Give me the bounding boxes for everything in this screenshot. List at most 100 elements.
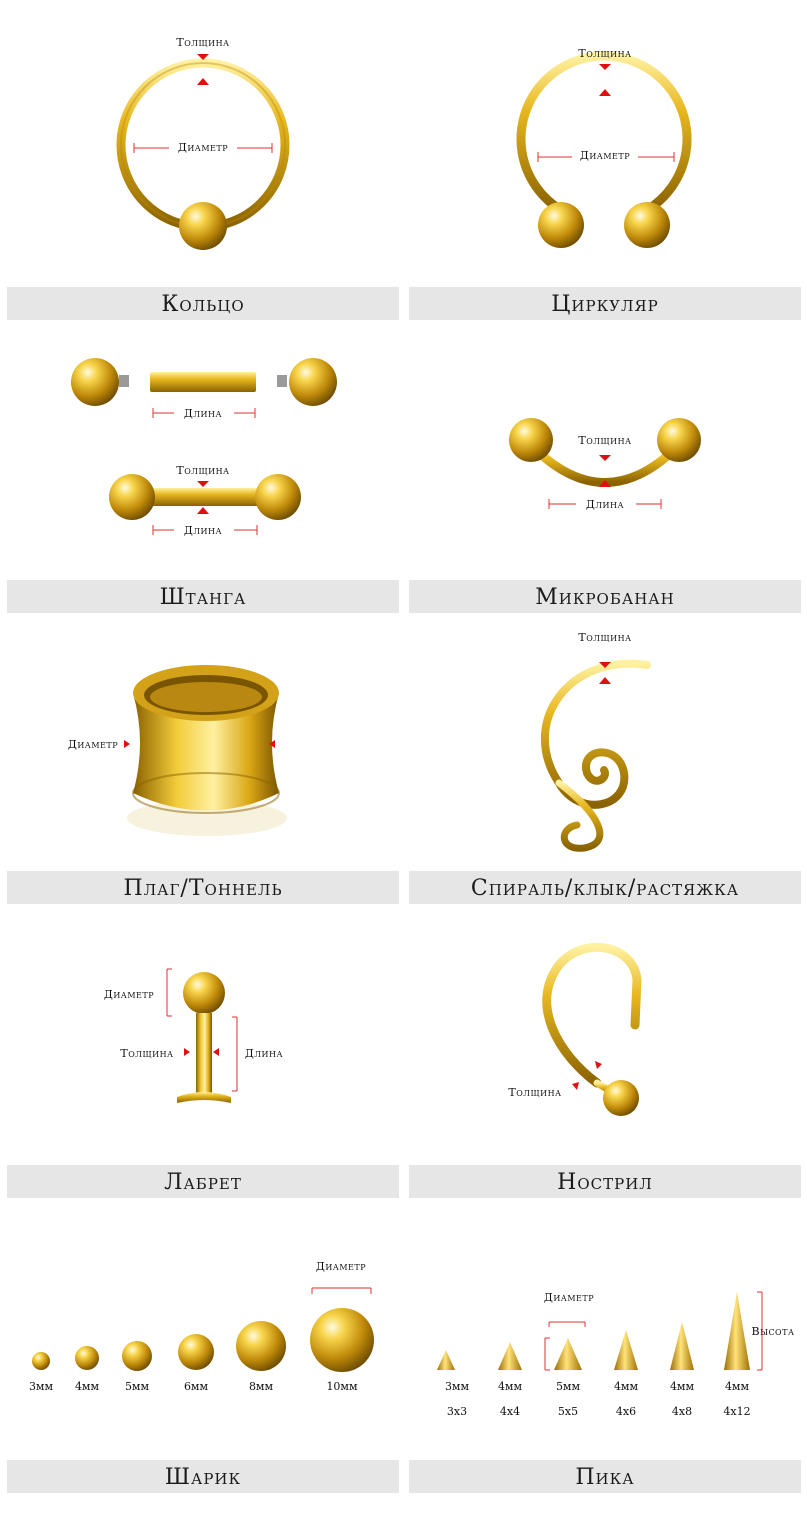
barbell-bar-assembled [135,488,271,506]
ball-8mm [236,1321,286,1371]
ball-size-label: 10мм [326,1380,358,1393]
barbell-illustration: Длина Толщина Длина [71,358,337,538]
caption-plug: Плаг/Тоннель [7,871,399,904]
plug-body [133,693,279,811]
caption-labret: Лабрет [7,1165,399,1198]
nostril-ball [603,1080,639,1116]
spike-size-label: 4x6 [616,1405,636,1418]
diameter-label: Диаметр [104,988,154,1001]
spike-diameter-label: 5мм [556,1380,581,1393]
cell-spikes: Диаметр Высота 3мм 4мм 5мм 4мм 4мм 4мм 3… [409,1198,801,1496]
diameter-label: Диаметр [178,141,228,154]
thickness-marker [595,1061,602,1069]
spike-diameter-label: 4мм [498,1380,523,1393]
spike-5x5 [554,1338,582,1370]
banana-body [526,440,684,487]
caption-spiral: Спираль/клык/растяжка [409,871,801,904]
spike-4x4 [498,1342,522,1370]
thickness-marker [599,480,611,487]
spike-diameter-label: 3мм [445,1380,470,1393]
barbell-ball-right [289,358,337,406]
thickness-marker [599,662,611,668]
diameter-label: Диаметр [68,738,118,751]
labret-illustration: Диаметр Толщина Длина [104,968,283,1103]
spike-4x12 [724,1292,750,1370]
length-label: Длина [184,524,222,537]
barbell-ball-left [71,358,119,406]
circular-ball-left [538,202,584,248]
thickness-label: Толщина [578,434,631,447]
cell-banana: Толщина Длина Микробанан [409,320,801,613]
spike-diameter-label: 4мм [670,1380,695,1393]
ball-size-label: 4мм [75,1380,100,1393]
circular-ball-right [624,202,670,248]
ball-size-label: 3мм [29,1380,54,1393]
thickness-marker [197,54,209,60]
cell-spiral: Толщина Спираль/клык/растяжка [409,613,801,905]
thickness-marker [599,64,611,70]
thickness-marker [197,78,209,85]
circular-body [516,51,692,214]
spike-size-label: 3x3 [447,1405,467,1418]
cell-balls: Диаметр 3мм 4мм 5мм 6мм 8мм 10мм Шарик [7,1198,399,1496]
spike-4x6 [614,1330,638,1370]
length-label: Длина [245,1047,283,1060]
diameter-label: Диаметр [316,1260,366,1273]
cell-circular: Толщина Диаметр Циркуляр [409,0,801,320]
labret-ball [183,972,225,1014]
nostril-illustration: Толщина [508,942,642,1116]
diameter-label: Диаметр [544,1291,594,1304]
spike-4x8 [670,1322,694,1370]
ball-size-label: 6мм [184,1380,209,1393]
cell-nostril: Толщина Нострил [409,905,801,1198]
spikes-illustration: Диаметр Высота 3мм 4мм 5мм 4мм 4мм 4мм 3… [437,1291,794,1418]
spike-3x3 [437,1350,455,1370]
caption-circular: Циркуляр [409,287,801,320]
thickness-marker [599,677,611,684]
thickness-label: Толщина [120,1047,173,1060]
spiral-body [540,659,651,809]
diameter-label: Диаметр [580,149,630,162]
thickness-marker [184,1048,190,1056]
banana-ball-right [657,418,701,462]
thickness-marker [197,481,209,487]
spike-size-label: 4x8 [672,1405,692,1418]
plug-illustration: Диаметр [68,665,287,836]
ball-size-label: 8мм [249,1380,274,1393]
length-label: Длина [586,498,624,511]
barbell-bar [150,372,256,392]
caption-nostril: Нострил [409,1165,801,1198]
thickness-label: Толщина [508,1086,561,1099]
ball-6mm [178,1334,214,1370]
ring-ball [179,202,227,250]
spike-size-label: 4x12 [723,1405,750,1418]
thickness-marker [197,507,209,514]
spike-diameter-label: 4мм [614,1380,639,1393]
labret-post [196,1013,212,1095]
caption-spikes: Пика [409,1460,801,1493]
ball-10mm [310,1308,374,1372]
diameter-marker [269,740,275,748]
spiral-illustration: Толщина [540,631,651,852]
thickness-label: Толщина [176,36,229,49]
labret-disc [177,1092,231,1103]
circular-illustration: Толщина Диаметр [516,47,692,248]
ball-size-label: 5мм [125,1380,150,1393]
thickness-label: Толщина [176,464,229,477]
banana-illustration: Толщина Длина [509,418,701,512]
spike-size-label: 4x4 [500,1405,520,1418]
caption-banana: Микробанан [409,580,801,613]
caption-barbell: Штанга [7,580,399,613]
thread-right [277,375,287,387]
thickness-marker [599,455,611,461]
caption-ring: Кольцо [7,287,399,320]
cell-plug: Диаметр Плаг/Тоннель [7,613,399,905]
cell-labret: Диаметр Толщина Длина Лабрет [7,905,399,1198]
ball-3mm [32,1352,50,1370]
spike-diameter-label: 4мм [725,1380,750,1393]
ball-4mm [75,1346,99,1370]
cell-ring: Толщина Диаметр Кольцо [7,0,399,320]
balls-illustration: Диаметр 3мм 4мм 5мм 6мм 8мм 10мм [29,1260,374,1393]
barbell-ball-left [109,474,155,520]
caption-balls: Шарик [7,1460,399,1493]
